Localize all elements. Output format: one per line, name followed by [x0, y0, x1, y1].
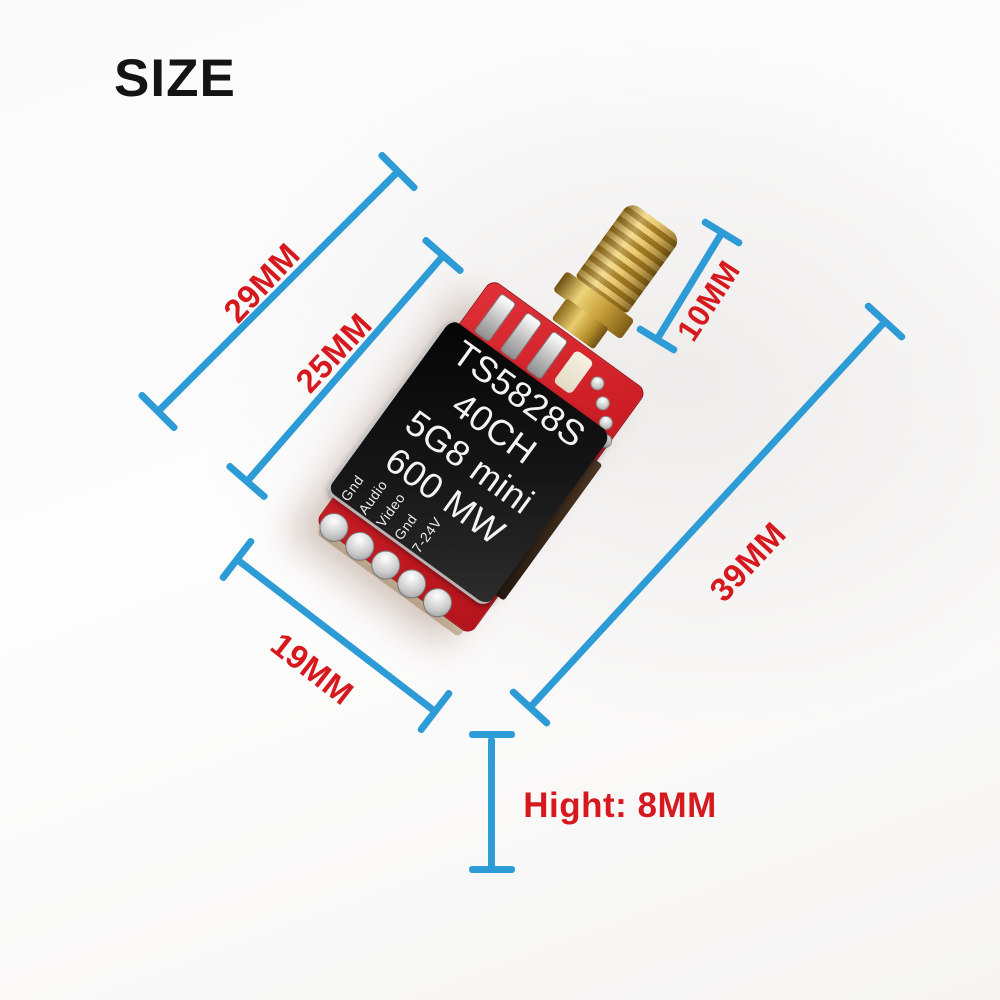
dim-cap: [700, 217, 744, 248]
page-title: SIZE: [114, 49, 236, 108]
dim-cap: [469, 866, 515, 873]
dim-cap: [469, 731, 515, 738]
dim-label-height: Hight: 8MM: [523, 786, 717, 825]
dim-cap: [218, 536, 256, 583]
dim-cap: [416, 688, 454, 735]
dim-line-height: [488, 737, 495, 870]
dim-label-39mm: 39MM: [702, 514, 794, 609]
dim-label-29mm: 29MM: [216, 235, 308, 330]
vtx-module: TS5828S 40CH 5G8 mini 600 MW Gnd Audio V…: [279, 152, 750, 659]
